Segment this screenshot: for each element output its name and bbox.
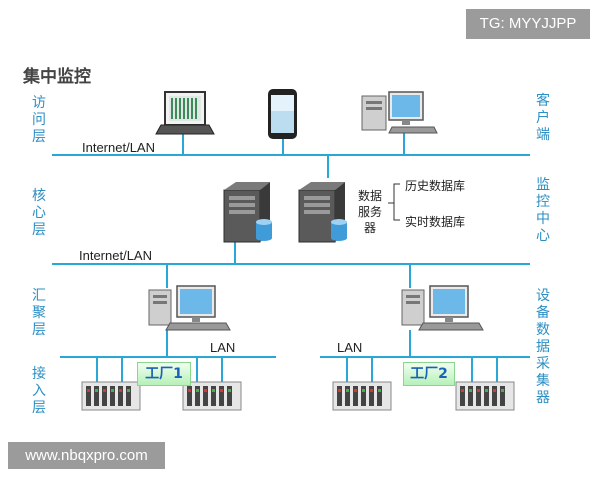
desktop-pc-icon bbox=[148, 285, 231, 331]
network-label-internet-core: Internet/LAN bbox=[79, 248, 152, 263]
plc-rack-icon bbox=[332, 381, 392, 411]
diagram-title: 集中监控 bbox=[23, 67, 91, 87]
network-label-lan-left: LAN bbox=[210, 340, 236, 355]
side-label-client: 客户端 bbox=[536, 93, 550, 143]
history-db-label: 历史数据库 bbox=[405, 179, 466, 193]
layer-label-aggregation: 汇聚层 bbox=[32, 288, 46, 338]
network-label-internet-top: Internet/LAN bbox=[82, 140, 155, 155]
layer-label-access: 访问层 bbox=[32, 95, 46, 145]
layer-label-core: 核心层 bbox=[32, 188, 46, 238]
site-watermark: www.nbqxpro.com bbox=[8, 442, 165, 469]
desktop-pc-icon bbox=[401, 285, 484, 331]
laptop-icon bbox=[155, 91, 215, 135]
database-icon bbox=[331, 219, 347, 241]
database-icon bbox=[256, 219, 272, 241]
server-icon bbox=[298, 182, 345, 243]
tg-watermark: TG: MYYJJPP bbox=[466, 9, 590, 39]
server-icon bbox=[223, 182, 270, 243]
server-label: 数据服务器 bbox=[357, 189, 382, 235]
smartphone-icon bbox=[268, 89, 297, 139]
network-label-lan-right: LAN bbox=[337, 340, 363, 355]
side-label-data-collector: 设备数据采集器 bbox=[536, 288, 550, 406]
plc-rack-icon bbox=[182, 381, 242, 411]
desktop-pc-icon bbox=[361, 91, 438, 134]
factory-tag-1: 工厂1 bbox=[137, 362, 191, 386]
plc-rack-icon bbox=[455, 381, 515, 411]
side-label-monitoring-center: 监控中心 bbox=[536, 177, 550, 244]
plc-rack-icon bbox=[81, 381, 141, 411]
db-bracket bbox=[388, 183, 400, 221]
factory-tag-2: 工厂2 bbox=[403, 362, 455, 386]
realtime-db-label: 实时数据库 bbox=[405, 215, 466, 229]
layer-label-access-device: 接入层 bbox=[32, 366, 46, 416]
